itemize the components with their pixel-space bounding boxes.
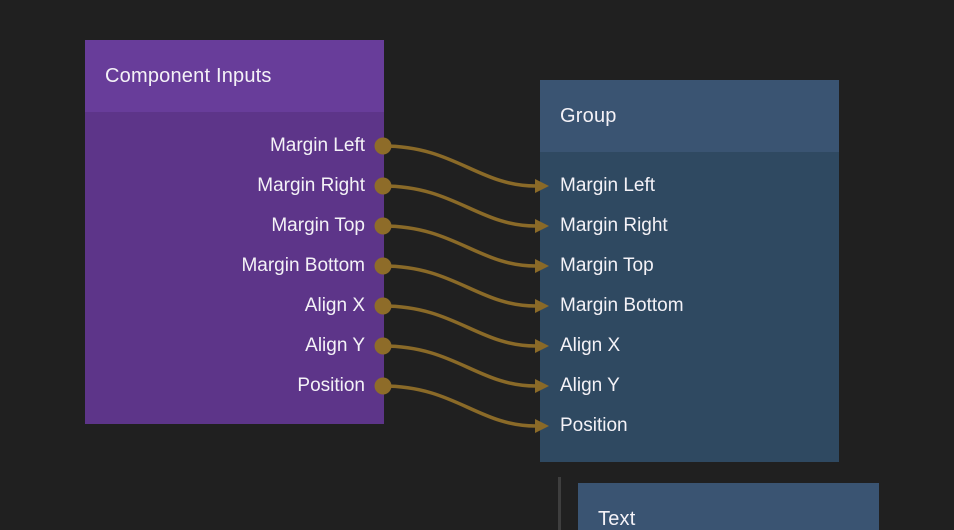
node-component-inputs-header[interactable]: Component Inputs [85, 40, 384, 112]
wire-position[interactable] [382, 384, 537, 428]
input-port-align-y[interactable]: Align Y [560, 375, 620, 396]
input-arrow-icon-position[interactable] [535, 419, 549, 433]
input-port-margin-top[interactable]: Margin Top [560, 255, 654, 276]
input-port-margin-right[interactable]: Margin Right [560, 215, 668, 236]
output-port-dot-icon-position[interactable] [374, 377, 392, 395]
input-arrow-icon-align-y[interactable] [535, 379, 549, 393]
wire-margin-right[interactable] [382, 184, 537, 228]
output-port-margin-bottom[interactable]: Margin Bottom [241, 255, 365, 276]
output-port-margin-top[interactable]: Margin Top [271, 215, 365, 236]
input-port-margin-bottom[interactable]: Margin Bottom [560, 295, 684, 316]
node-group-header[interactable]: Group [540, 80, 839, 152]
node-title: Group [560, 104, 617, 127]
node-text[interactable]: Text [578, 483, 879, 530]
input-port-position[interactable]: Position [560, 415, 628, 436]
output-port-dot-icon-margin-right[interactable] [374, 177, 392, 195]
output-port-margin-right[interactable]: Margin Right [257, 175, 365, 196]
output-port-align-x[interactable]: Align X [304, 295, 365, 316]
node-title: Component Inputs [105, 64, 272, 87]
output-port-dot-icon-margin-top[interactable] [374, 217, 392, 235]
wire-margin-left[interactable] [382, 144, 537, 188]
output-port-margin-left[interactable]: Margin Left [269, 135, 365, 156]
wire-align-x[interactable] [382, 304, 537, 348]
input-arrow-icon-margin-bottom[interactable] [535, 299, 549, 313]
node-text-header[interactable]: Text [578, 483, 879, 530]
input-port-margin-left[interactable]: Margin Left [560, 175, 656, 196]
output-port-align-y[interactable]: Align Y [305, 335, 365, 356]
input-arrow-icon-margin-top[interactable] [535, 259, 549, 273]
wire-margin-top[interactable] [382, 224, 537, 268]
output-port-dot-icon-margin-bottom[interactable] [374, 257, 392, 275]
wire-align-y[interactable] [382, 344, 537, 388]
input-port-align-x[interactable]: Align X [560, 335, 621, 356]
output-port-dot-icon-align-x[interactable] [374, 297, 392, 315]
output-port-dot-icon-margin-left[interactable] [374, 137, 392, 155]
input-arrow-icon-align-x[interactable] [535, 339, 549, 353]
output-port-position[interactable]: Position [297, 375, 365, 396]
wire-margin-bottom[interactable] [382, 264, 537, 308]
input-arrow-icon-margin-right[interactable] [535, 219, 549, 233]
node-title: Text [598, 507, 636, 530]
output-port-dot-icon-align-y[interactable] [374, 337, 392, 355]
input-arrow-icon-margin-left[interactable] [535, 179, 549, 193]
